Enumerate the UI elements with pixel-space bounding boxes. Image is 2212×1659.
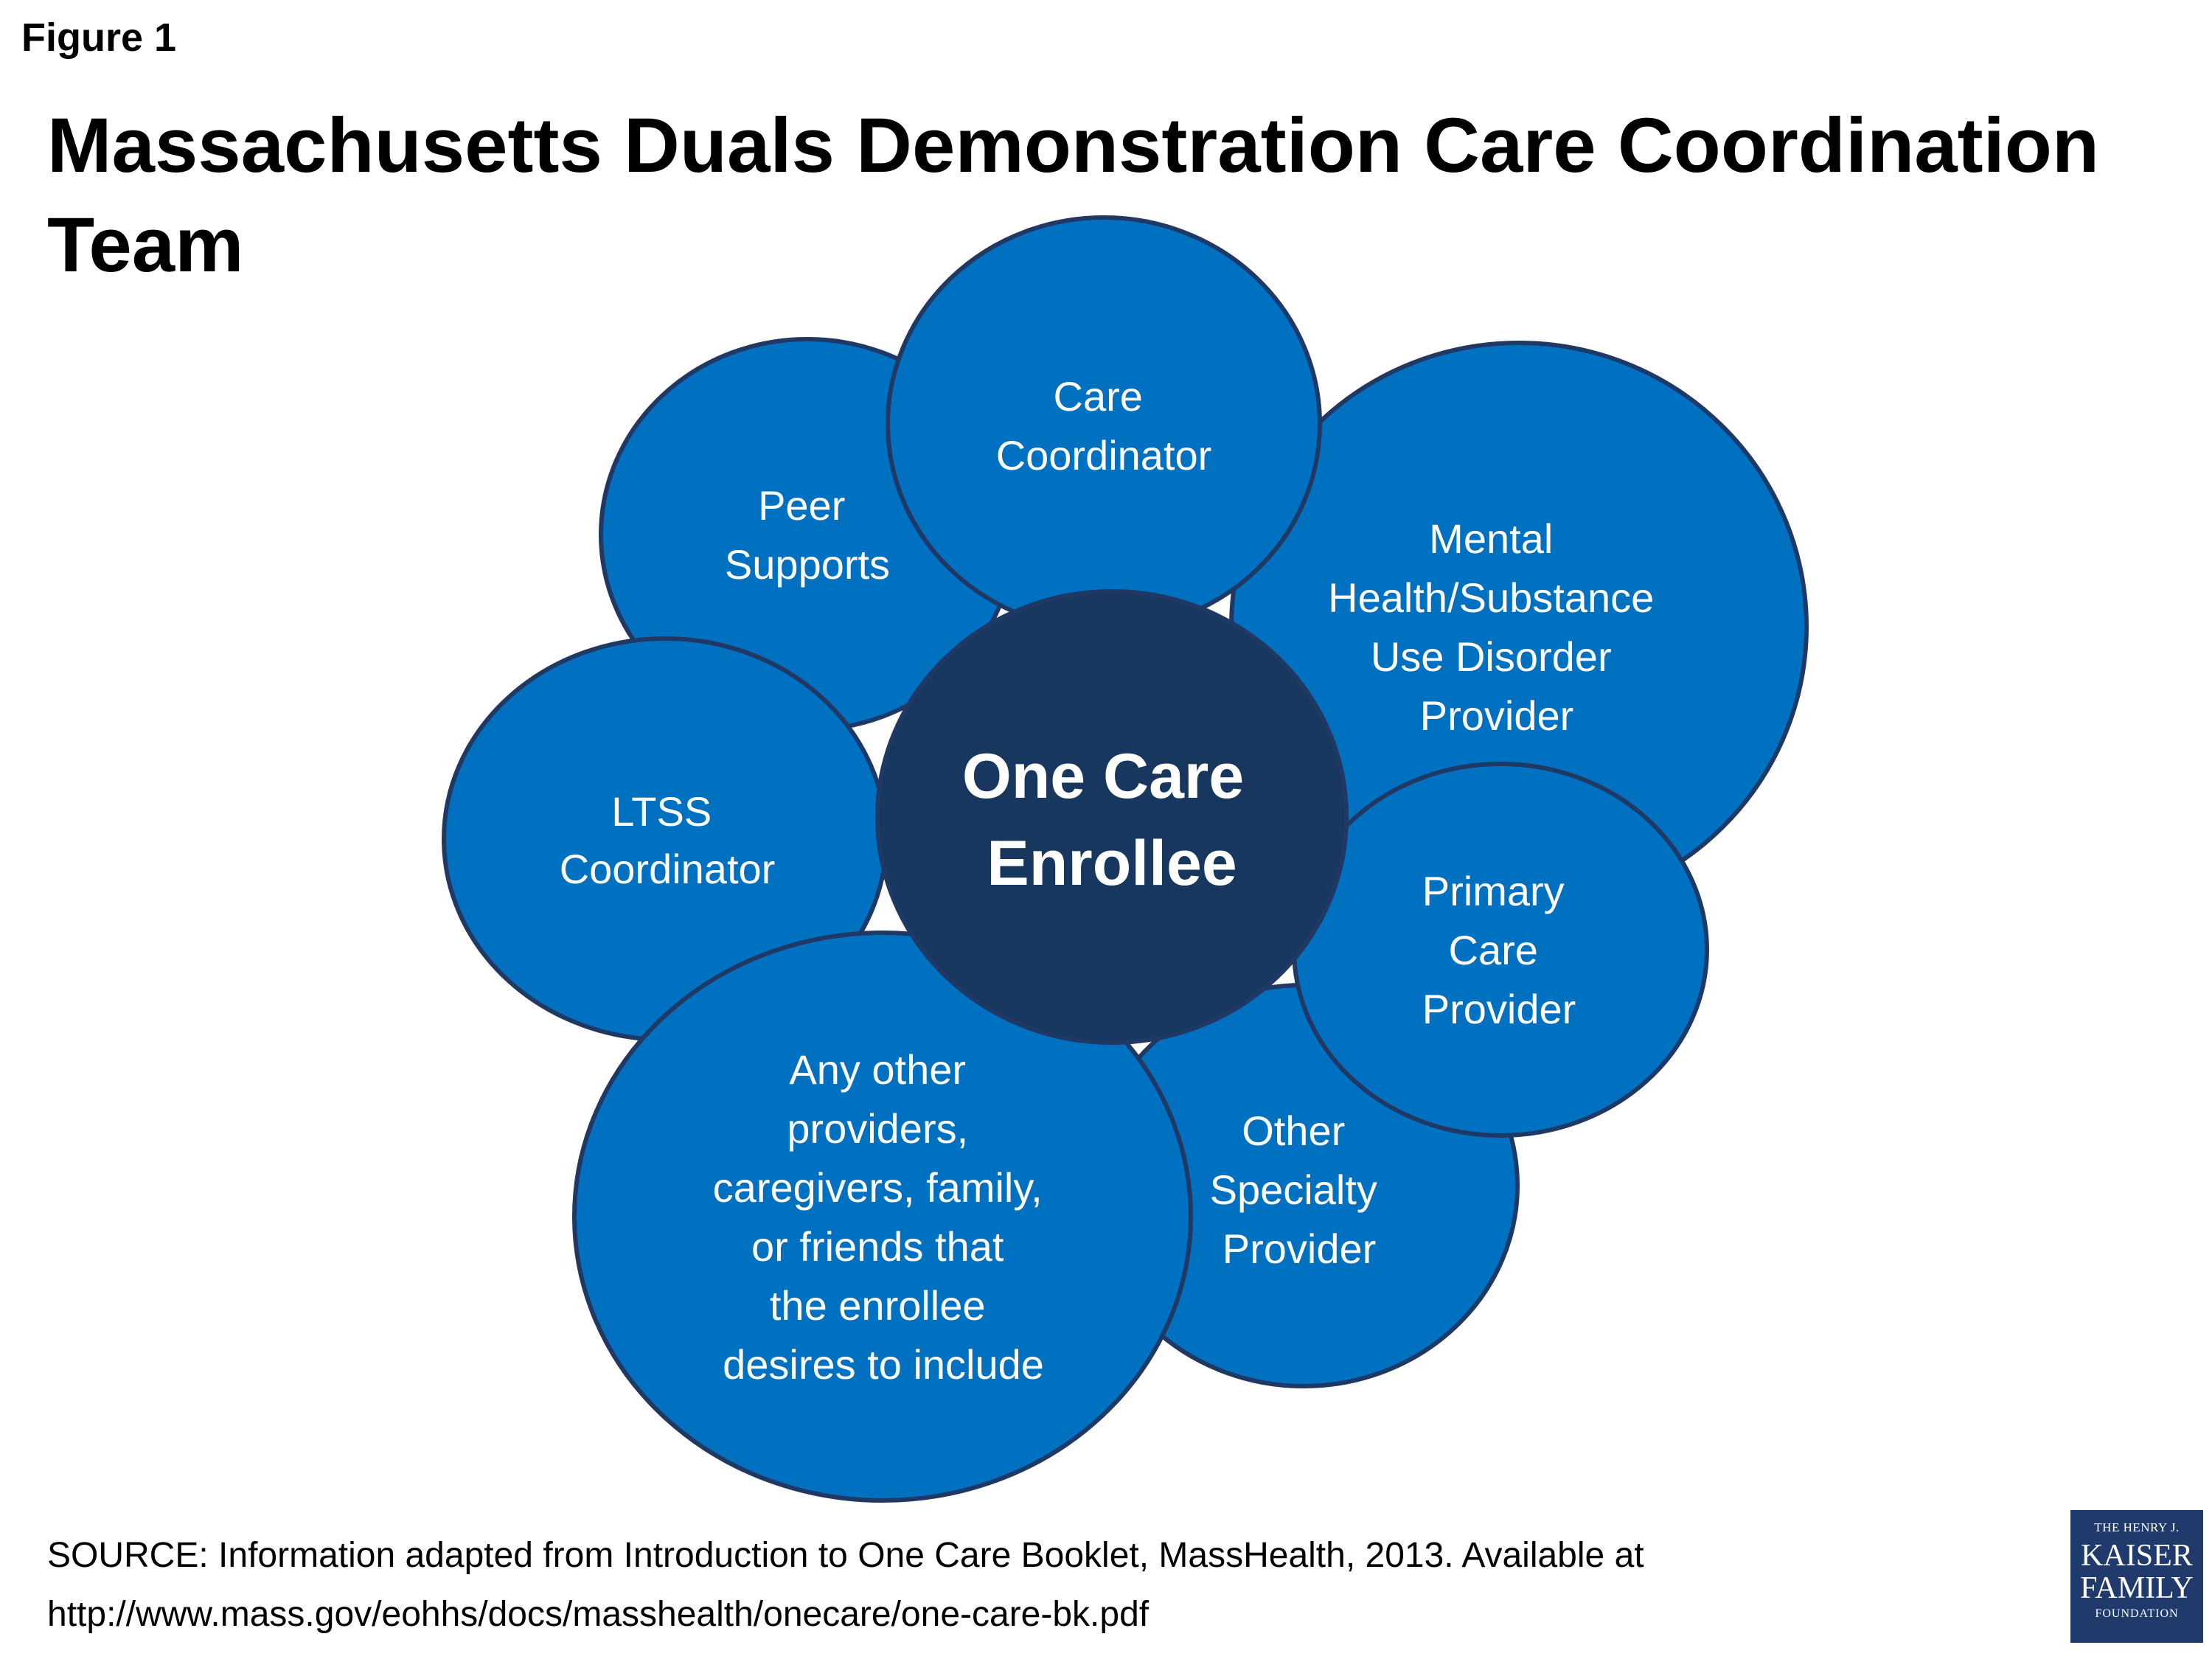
node-care-coordinator-circle bbox=[886, 215, 1322, 633]
logo-line-4: FOUNDATION bbox=[2095, 1607, 2179, 1620]
node-care-coordinator: Care Coordinator bbox=[886, 215, 1322, 633]
node-other-providers-label: Any other providers, caregivers, family,… bbox=[713, 1046, 1054, 1388]
node-peer-supports-label: Peer Supports bbox=[725, 482, 890, 588]
center-node-label: One Care Enrollee bbox=[962, 741, 1262, 899]
node-primary-care-provider: Primary Care Provider bbox=[1292, 762, 1709, 1138]
node-ltss-coordinator: LTSS Coordinator bbox=[442, 636, 888, 1042]
center-node-one-care-enrollee: One Care Enrollee bbox=[875, 589, 1349, 1045]
node-primary-care-provider-label: Primary Care Provider bbox=[1422, 868, 1576, 1032]
node-other-specialty-provider-label: Other Specialty Provider bbox=[1210, 1107, 1389, 1272]
node-care-coordinator-label: Care Coordinator bbox=[996, 373, 1212, 479]
source-line-1: SOURCE: Information adapted from Introdu… bbox=[47, 1536, 1644, 1575]
logo-line-2: KAISER bbox=[2081, 1539, 2193, 1573]
node-mental-health-provider-label: Mental Health/Substance Use Disorder Pro… bbox=[1328, 515, 1666, 739]
logo-line-1: THE HENRY J. bbox=[2094, 1520, 2180, 1534]
source-note: SOURCE: Information adapted from Introdu… bbox=[47, 1526, 2038, 1644]
figure-title: Massachusetts Duals Demonstration Care C… bbox=[47, 102, 2100, 288]
kff-logo: THE HENRY J. KAISER FAMILY FOUNDATION bbox=[2070, 1510, 2203, 1643]
node-ltss-coordinator-label: LTSS Coordinator bbox=[560, 788, 776, 892]
logo-line-3: FAMILY bbox=[2080, 1571, 2194, 1605]
node-mental-health-provider: Mental Health/Substance Use Disorder Pro… bbox=[1229, 341, 1809, 913]
node-other-providers-circle bbox=[572, 931, 1193, 1503]
center-node-circle bbox=[875, 589, 1349, 1045]
figure-label: Figure 1 bbox=[21, 15, 177, 60]
node-other-providers: Any other providers, caregivers, family,… bbox=[572, 931, 1193, 1503]
source-url: http://www.mass.gov/eohhs/docs/masshealt… bbox=[47, 1595, 1150, 1634]
